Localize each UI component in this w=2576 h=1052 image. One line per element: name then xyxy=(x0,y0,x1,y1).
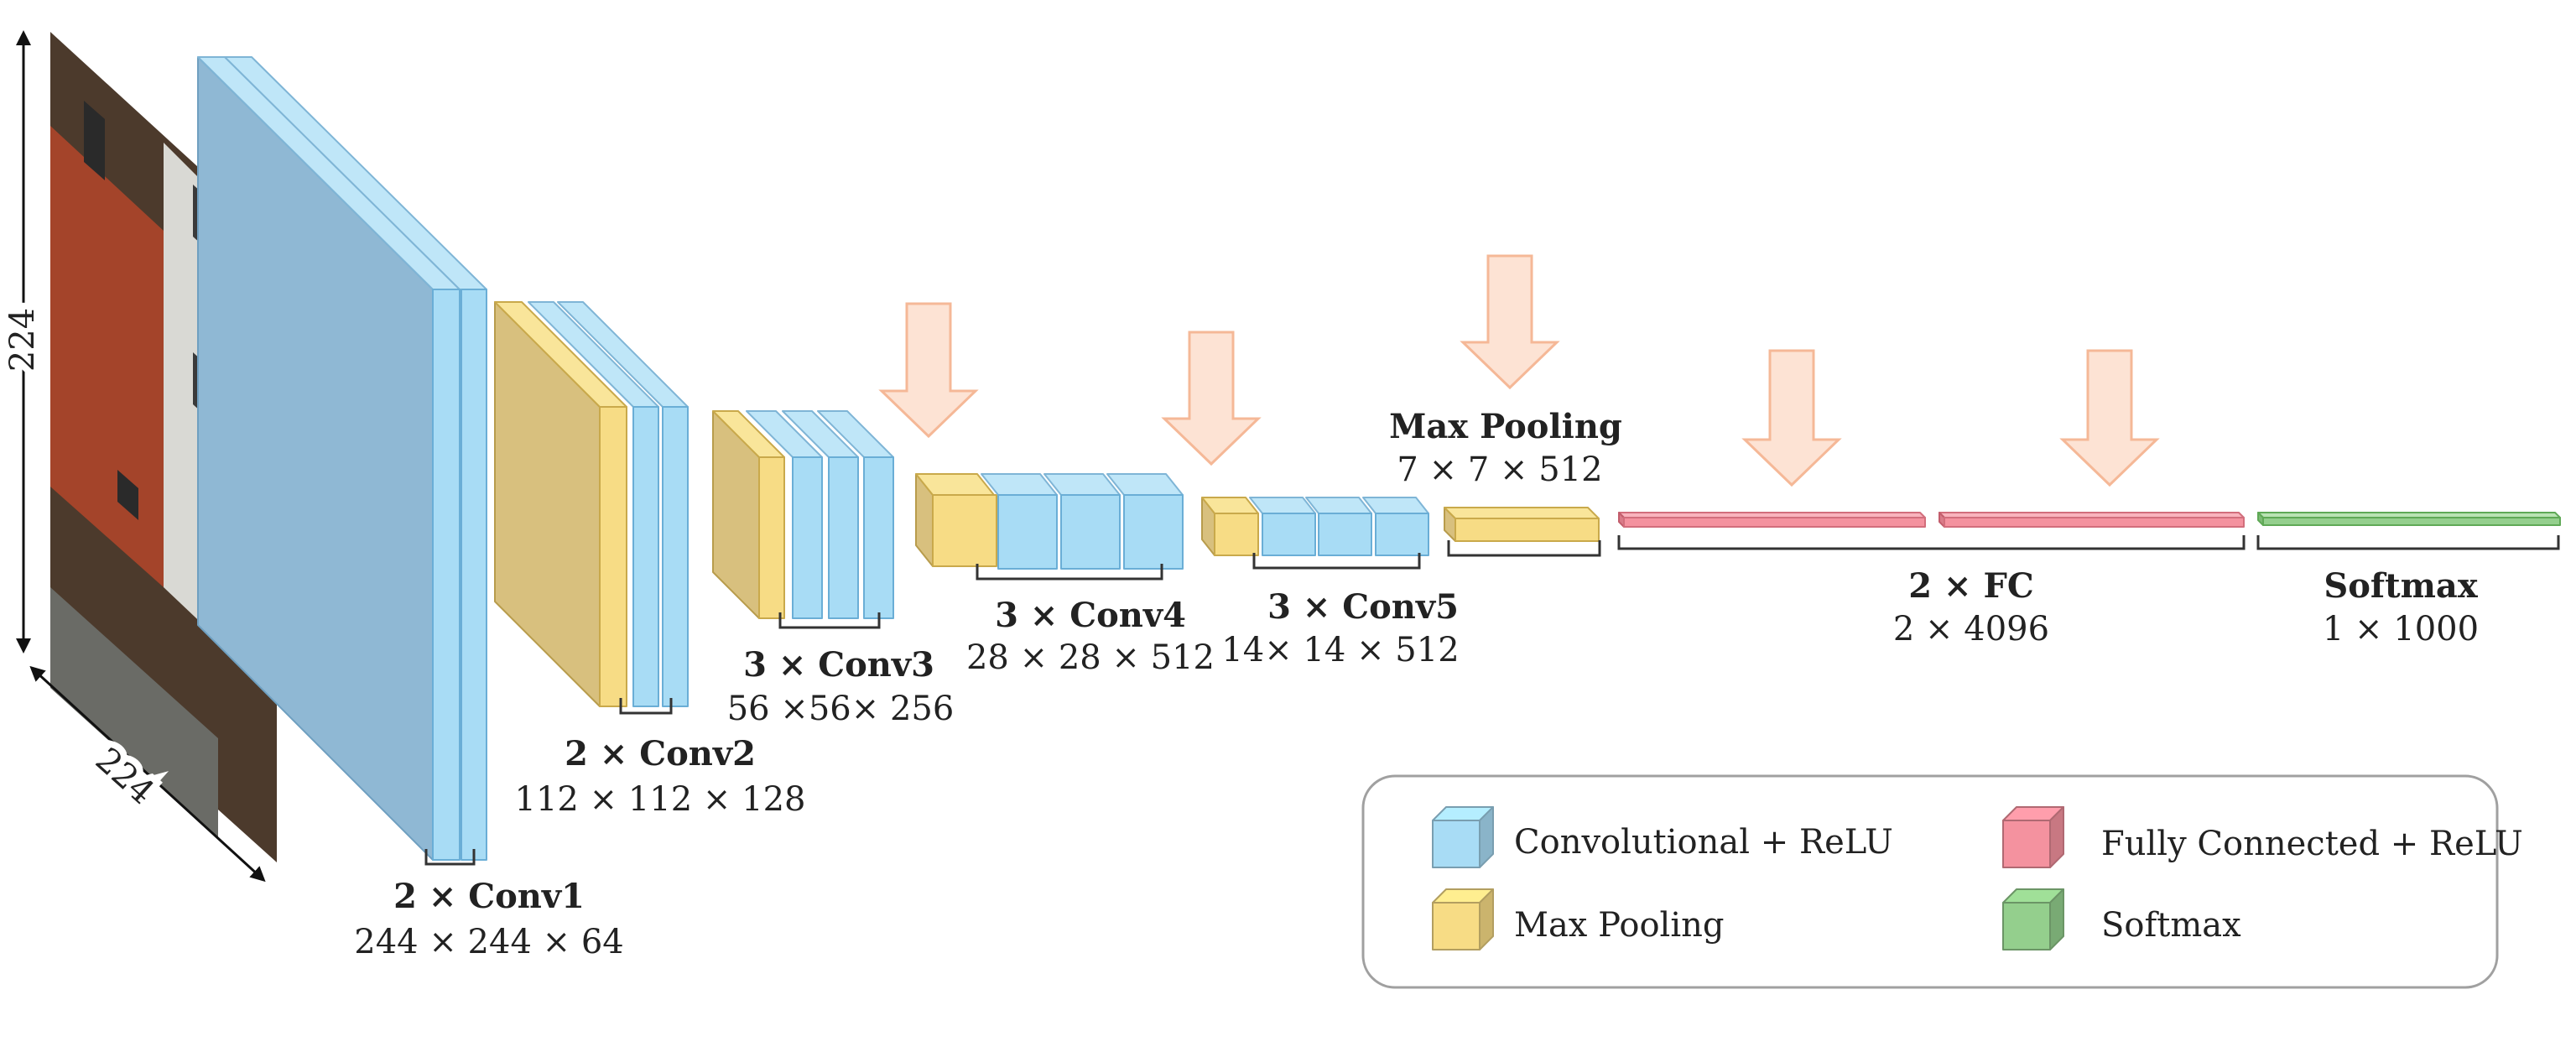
conv1-bracket xyxy=(424,849,476,866)
maxpool-front xyxy=(1455,518,1600,542)
arrow-to-conv5 xyxy=(1161,331,1262,466)
conv4-conv3-front xyxy=(1123,494,1184,570)
softmax-title: Softmax xyxy=(2324,566,2478,606)
conv2-bracket xyxy=(619,698,673,715)
conv3-title: 3 × Conv3 xyxy=(743,645,934,685)
conv5-title: 3 × Conv5 xyxy=(1267,587,1459,627)
arrow-to-fc1 xyxy=(1741,349,1842,487)
softmax-dims: 1 × 1000 xyxy=(2323,610,2479,648)
softmax-legend-cube-icon xyxy=(2002,888,2064,950)
conv4-conv1-front xyxy=(997,494,1058,570)
conv4-conv2-top xyxy=(1043,473,1121,496)
stage-brackets xyxy=(424,535,2560,866)
legend-label-fc: Fully Connected + ReLU xyxy=(2101,825,2523,863)
fc-title: 2 × FC xyxy=(1908,566,2033,606)
conv3-pool-front xyxy=(758,456,785,619)
conv4-pool-front xyxy=(932,494,997,567)
fc-bracket xyxy=(1617,535,2246,550)
maxpool-block xyxy=(1444,507,1600,542)
conv4-bracket xyxy=(976,564,1163,581)
conv3-conv3-front xyxy=(863,456,894,619)
legend-frame xyxy=(1361,774,2499,989)
conv4-conv2-front xyxy=(1060,494,1121,570)
conv4-dims: 28 × 28 × 512 xyxy=(966,638,1215,677)
conv5-conv2-front xyxy=(1318,513,1372,556)
conv5-conv1-top xyxy=(1249,497,1316,514)
stage-labels: 2 × Conv1 244 × 244 × 64 2 × Conv2 112 ×… xyxy=(354,407,2479,961)
input-height-axis: 224 224 xyxy=(0,30,49,654)
fc-legend-cube-icon xyxy=(2002,806,2064,868)
conv5-bracket xyxy=(1252,553,1421,570)
legend-icons xyxy=(1432,806,2064,950)
conv5-conv1-front xyxy=(1262,513,1316,556)
maxpool-title: Max Pooling xyxy=(1389,407,1622,446)
pooling-arrows xyxy=(878,254,2160,487)
conv2-pool-side xyxy=(494,301,601,707)
conv2-conv2-front xyxy=(662,406,689,707)
conv5-pool-front xyxy=(1214,513,1259,556)
fc-dims: 2 × 4096 xyxy=(1893,610,2049,648)
conv2-pool-front xyxy=(599,406,627,707)
legend-label-conv: Convolutional + ReLU xyxy=(1514,823,1893,862)
legend-label-pool: Max Pooling xyxy=(1514,906,1725,945)
conv3-bracket xyxy=(778,612,881,629)
conv5-conv3-top xyxy=(1362,497,1429,514)
layer-blocks xyxy=(197,56,2561,861)
conv1-dims: 244 × 244 × 64 xyxy=(354,923,623,961)
fc2-front xyxy=(1944,517,2245,528)
conv3-dims: 56 ×56× 256 xyxy=(727,690,955,728)
arrow-to-fc2 xyxy=(2059,349,2160,487)
conv2-group xyxy=(494,301,689,707)
arrow-to-maxpool xyxy=(1460,254,1560,390)
maxpool-dims: 7 × 7 × 512 xyxy=(1397,450,1602,489)
conv5-conv2-top xyxy=(1305,497,1372,514)
maxpool-bracket xyxy=(1447,540,1601,557)
maxpool-top xyxy=(1444,507,1600,519)
pool-legend-cube-icon xyxy=(1432,888,1494,950)
conv4-group xyxy=(915,473,1184,570)
conv5-conv3-front xyxy=(1375,513,1429,556)
input-height-label-text: 224 xyxy=(3,308,42,372)
conv4-conv3-top xyxy=(1106,473,1184,496)
arrow-to-conv4 xyxy=(878,302,979,439)
input-height-label: 224 xyxy=(3,308,42,372)
conv1-title: 2 × Conv1 xyxy=(393,877,585,916)
softmax-bracket xyxy=(2256,535,2560,550)
conv1-side-plate xyxy=(197,56,487,861)
softmax-front xyxy=(2262,517,2561,526)
legend-label-softmax: Softmax xyxy=(2101,906,2241,945)
legend: Convolutional + ReLU Max Pooling Fully C… xyxy=(1361,774,2523,989)
conv4-conv1-top xyxy=(981,473,1058,496)
conv-legend-cube-icon xyxy=(1432,806,1494,868)
conv3-group xyxy=(712,410,894,619)
conv2-conv1-front xyxy=(632,406,659,707)
fc1-front xyxy=(1623,517,1926,528)
conv2-title: 2 × Conv2 xyxy=(565,734,756,773)
conv5-dims: 14× 14 × 512 xyxy=(1221,631,1459,669)
conv5-group xyxy=(1201,497,1429,556)
conv3-conv2-front xyxy=(828,456,859,619)
conv3-conv1-front xyxy=(792,456,823,619)
conv4-title: 3 × Conv4 xyxy=(995,596,1186,635)
conv2-dims: 112 × 112 × 128 xyxy=(515,780,806,819)
fc-group xyxy=(1618,512,2245,528)
softmax-block xyxy=(2257,512,2561,526)
